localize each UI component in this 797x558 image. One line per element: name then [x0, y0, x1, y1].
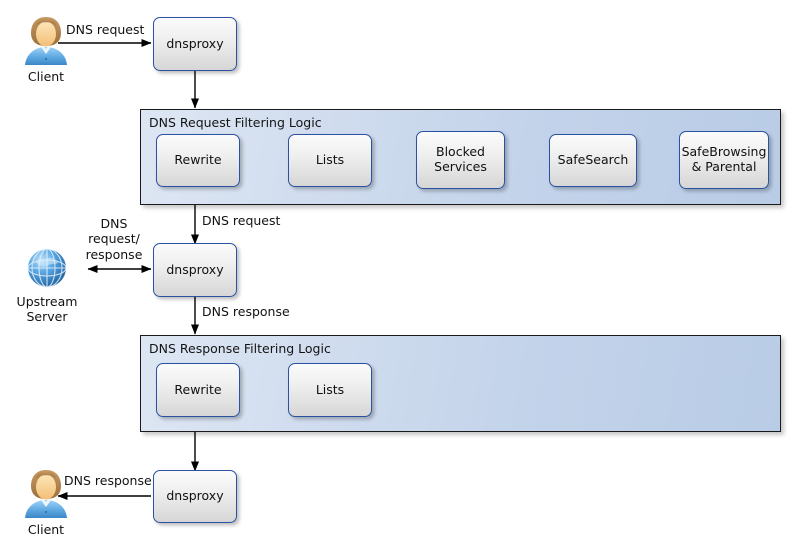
node-stage-safesearch[interactable]: SafeSearch: [549, 134, 637, 187]
edge-label-upstream-exchange: DNS request/ response: [78, 216, 150, 262]
node-stage-lists-response-label: Lists: [315, 381, 345, 397]
node-stage-lists-request[interactable]: Lists: [288, 134, 372, 187]
user-avatar-icon: [25, 470, 67, 518]
node-stage-safebrowsing-parental-label-line1: SafeBrowsing: [681, 144, 767, 160]
upstream-server-label-line1: Upstream: [16, 294, 78, 309]
upstream-server-label-line2: Server: [26, 309, 68, 325]
client-top-label: Client: [27, 69, 65, 84]
node-dnsproxy-middle[interactable]: dnsproxy: [153, 243, 237, 297]
edge-label-dnsproxy-middle-to-response-panel: DNS response: [202, 304, 290, 319]
panel-response-filtering-title: DNS Response Filtering Logic: [149, 341, 331, 356]
client-bottom-caption: Client: [6, 522, 86, 537]
node-stage-safesearch-label: SafeSearch: [557, 152, 629, 168]
panel-response-filtering: DNS Response Filtering Logic: [140, 335, 781, 432]
edge-label-client-to-dnsproxy-top: DNS request: [66, 22, 145, 37]
node-stage-rewrite-response[interactable]: Rewrite: [156, 363, 240, 417]
upstream-server-caption: Upstream Server: [5, 294, 89, 325]
node-stage-blocked-services-label-line1: Blocked: [436, 144, 485, 160]
node-stage-blocked-services[interactable]: Blocked Services: [416, 131, 505, 189]
node-dnsproxy-bottom-label: dnsproxy: [166, 488, 224, 504]
node-stage-safebrowsing-parental[interactable]: SafeBrowsing & Parental: [679, 131, 769, 189]
node-stage-rewrite-request-label: Rewrite: [174, 152, 222, 168]
edge-label-request-panel-to-dnsproxy-middle: DNS request: [202, 213, 281, 228]
node-stage-rewrite-request[interactable]: Rewrite: [156, 134, 240, 187]
node-stage-blocked-services-label-line2: Services: [434, 159, 487, 174]
edge-label-upstream-line3: response: [85, 246, 143, 262]
edge-label-upstream-line1: DNS: [100, 216, 128, 231]
node-stage-lists-request-label: Lists: [315, 152, 345, 168]
node-dnsproxy-top-label: dnsproxy: [166, 35, 224, 51]
edge-label-dnsproxy-bottom-to-client: DNS response: [64, 473, 152, 488]
node-stage-rewrite-response-label: Rewrite: [174, 381, 222, 397]
user-avatar-icon: [25, 17, 67, 65]
node-dnsproxy-top[interactable]: dnsproxy: [153, 17, 237, 71]
globe-icon: [27, 248, 67, 288]
client-top-caption: Client: [6, 69, 86, 84]
client-bottom-label: Client: [27, 522, 65, 537]
edge-label-upstream-line2: request/: [88, 231, 140, 247]
node-stage-safebrowsing-parental-label-line2: & Parental: [691, 159, 757, 174]
node-dnsproxy-middle-label: dnsproxy: [166, 261, 224, 277]
panel-request-filtering-title: DNS Request Filtering Logic: [149, 115, 322, 130]
node-dnsproxy-bottom[interactable]: dnsproxy: [153, 470, 237, 523]
node-stage-lists-response[interactable]: Lists: [288, 363, 372, 417]
